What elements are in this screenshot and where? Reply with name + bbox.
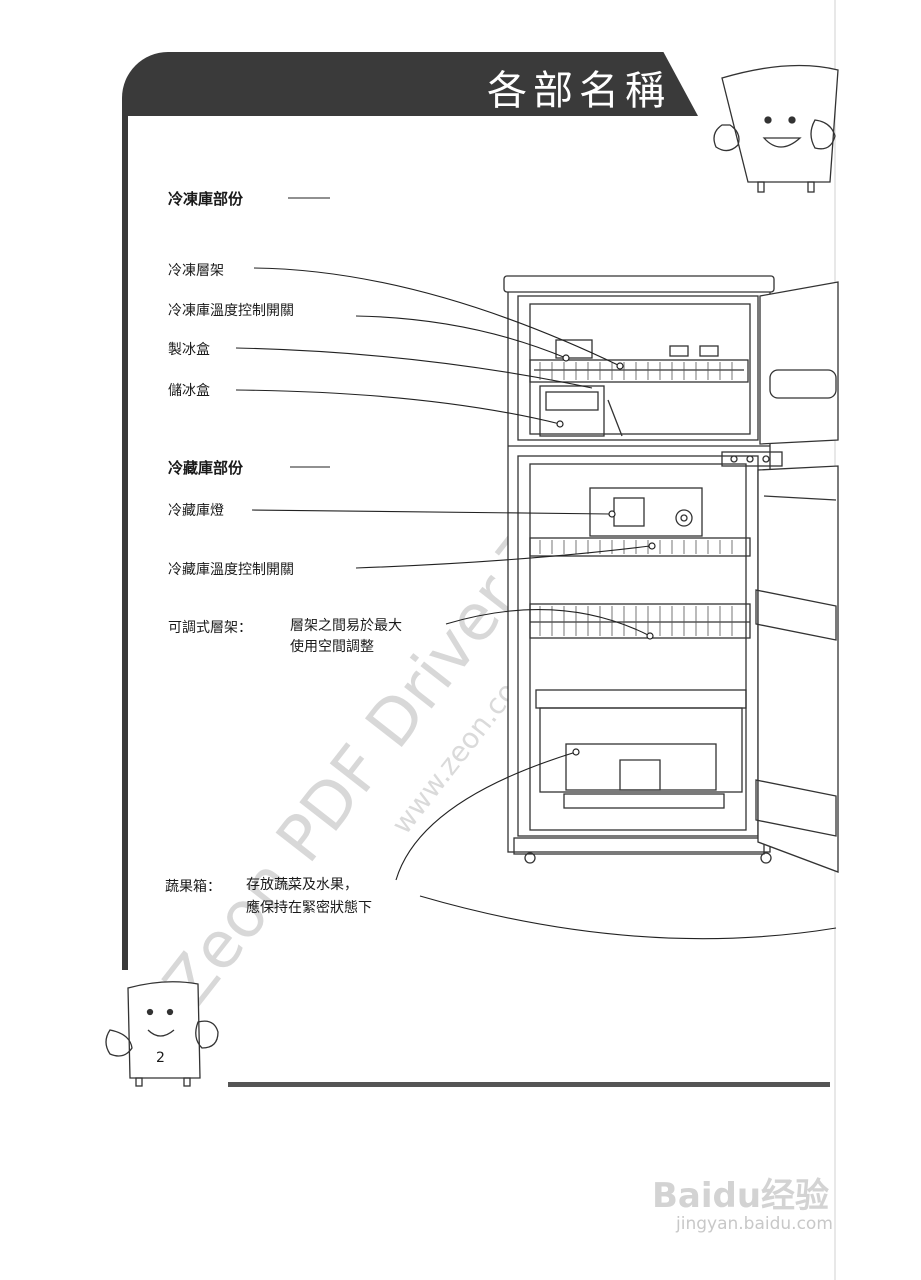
crisper-note-line-2: 應保持在緊密狀態下 [246, 898, 372, 918]
baidu-url: jingyan.baidu.com [676, 1214, 833, 1234]
freezer-thermostat-label: 冷凍庫溫度控制開關 [168, 300, 294, 320]
fridge-thermostat-label: 冷藏庫溫度控制開關 [168, 559, 294, 579]
crisper-note-line-1: 存放蔬菜及水果， [246, 875, 358, 895]
freezer-section-label: 冷凍庫部份 [168, 188, 243, 209]
mascot-page-icon [106, 982, 218, 1086]
mascot-top-icon [714, 66, 838, 193]
shelf-note-line-2: 使用空間調整 [290, 637, 374, 657]
fridge-light-label: 冷藏庫燈 [168, 500, 224, 520]
crisper-label: 蔬果箱： [165, 876, 221, 896]
shelf-note-line-1: 層架之間易於最大 [290, 616, 402, 636]
ice-bin-label: 儲冰盒 [168, 380, 210, 400]
baidu-logo: Baidu经验 [652, 1168, 829, 1217]
page-number: 2 [156, 1050, 165, 1066]
fridge-section-label: 冷藏庫部份 [168, 457, 243, 478]
ice-tray-label: 製冰盒 [168, 339, 210, 359]
freezer-shelf-label: 冷凍層架 [168, 260, 224, 280]
shelf-label: 可調式層架： [168, 617, 252, 637]
